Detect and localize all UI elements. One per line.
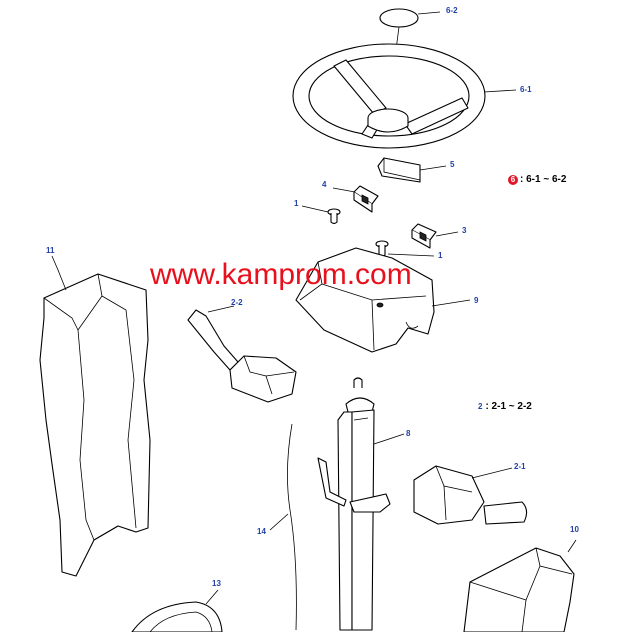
callout-3: 3 [462, 226, 467, 235]
steering-column-8 [317, 377, 405, 631]
callout-8: 8 [406, 429, 411, 438]
callout-2-1: 2-1 [514, 462, 526, 471]
group-range-6: : 6-1 ~ 6-2 [520, 174, 567, 185]
callout-10: 10 [570, 525, 579, 534]
callout-1-upper: 1 [294, 199, 299, 208]
callout-6-1: 6-1 [520, 85, 532, 94]
callout-4: 4 [322, 180, 327, 189]
callout-11: 11 [46, 246, 55, 255]
group-number-2: 2 [478, 402, 483, 411]
callout-14: 14 [257, 527, 266, 536]
group-legend-6: 6: 6-1 ~ 6-2 [508, 174, 566, 186]
callout-13: 13 [212, 579, 221, 588]
switch-4 [332, 185, 379, 213]
bolt-1-upper [301, 205, 341, 225]
lever-2-2 [187, 305, 297, 403]
column-cover-9 [295, 247, 471, 353]
boot-13 [131, 589, 223, 632]
group-legend-2: 2: 2-1 ~ 2-2 [478, 401, 532, 413]
harness-14 [269, 423, 297, 631]
callout-9: 9 [474, 296, 479, 305]
side-panel-10 [463, 539, 577, 632]
switch-cover-5 [377, 157, 447, 183]
callout-6-2: 6-2 [446, 6, 458, 15]
steering-wheel-6-1 [292, 43, 517, 149]
group-badge-6: 6 [508, 175, 518, 185]
lever-2-1 [413, 465, 528, 525]
group-range-2: : 2-1 ~ 2-2 [485, 401, 532, 412]
switch-3 [411, 223, 459, 249]
watermark-text: www.kamprom.com [150, 258, 412, 291]
callout-5: 5 [450, 160, 455, 169]
callout-2-2: 2-2 [231, 298, 243, 307]
callout-1-lower: 1 [438, 251, 443, 260]
side-panel-11 [39, 255, 151, 577]
